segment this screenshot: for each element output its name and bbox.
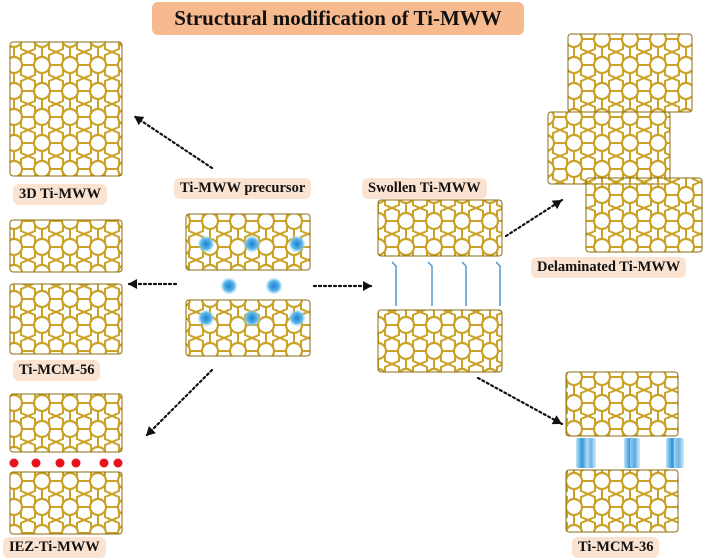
structure-swollen-bottom — [377, 309, 503, 373]
structure-delaminated-1 — [567, 33, 693, 113]
structure-ti-mcm-56-top — [9, 219, 123, 273]
structure-iez-bottom — [9, 471, 123, 535]
arrow-to-iez — [144, 368, 214, 438]
silica-pillar — [576, 438, 588, 468]
surfactant-chain — [461, 261, 467, 306]
iez-atom — [31, 458, 41, 468]
template-glow — [265, 277, 283, 295]
arrow-to-swollen — [312, 281, 374, 291]
label-ti-mcm-56: Ti-MCM-56 — [13, 360, 101, 381]
label-delaminated-ti-mww: Delaminated Ti-MWW — [531, 257, 687, 278]
structure-delaminated-3 — [585, 177, 703, 253]
structure-swollen-top — [377, 199, 503, 257]
label-ti-mww-precursor: Ti-MWW precursor — [174, 178, 312, 199]
template-glow — [197, 309, 215, 327]
iez-atom — [99, 458, 109, 468]
template-glow — [197, 235, 215, 253]
label-ti-mcm-36: Ti-MCM-36 — [572, 537, 660, 558]
arrow-to-mcm56 — [126, 279, 178, 289]
structure-delaminated-2 — [547, 111, 671, 185]
iez-atom — [55, 458, 65, 468]
structure-3d-ti-mww — [9, 41, 123, 177]
template-glow — [288, 235, 306, 253]
template-glow — [243, 309, 261, 327]
title-label: Structural modification of Ti-MWW — [152, 2, 524, 35]
structure-precursor-bottom — [185, 299, 311, 357]
arrow-to-3d — [132, 114, 214, 170]
surfactant-chain — [495, 261, 501, 306]
iez-atom — [71, 458, 81, 468]
iez-atom — [113, 458, 123, 468]
arrow-to-delaminated — [504, 198, 564, 238]
structure-mcm36-top — [565, 371, 679, 437]
template-glow — [220, 277, 238, 295]
structure-mcm36-bottom — [565, 469, 679, 533]
iez-atom — [9, 458, 19, 468]
silica-pillar — [674, 438, 684, 468]
structure-iez-top — [9, 393, 123, 453]
template-glow — [288, 309, 306, 327]
surfactant-chain — [427, 261, 433, 306]
arrow-to-mcm36 — [476, 376, 564, 426]
surfactant-chain — [391, 261, 397, 306]
label-iez-ti-mww: IEZ-Ti-MWW — [3, 537, 106, 558]
structure-ti-mcm-56-bottom — [9, 283, 123, 355]
silica-pillar — [630, 438, 640, 468]
label-swollen-ti-mww: Swollen Ti-MWW — [362, 178, 487, 199]
template-glow — [243, 235, 261, 253]
silica-pillar — [586, 438, 596, 468]
label-3d-ti-mww: 3D Ti-MWW — [13, 184, 108, 205]
